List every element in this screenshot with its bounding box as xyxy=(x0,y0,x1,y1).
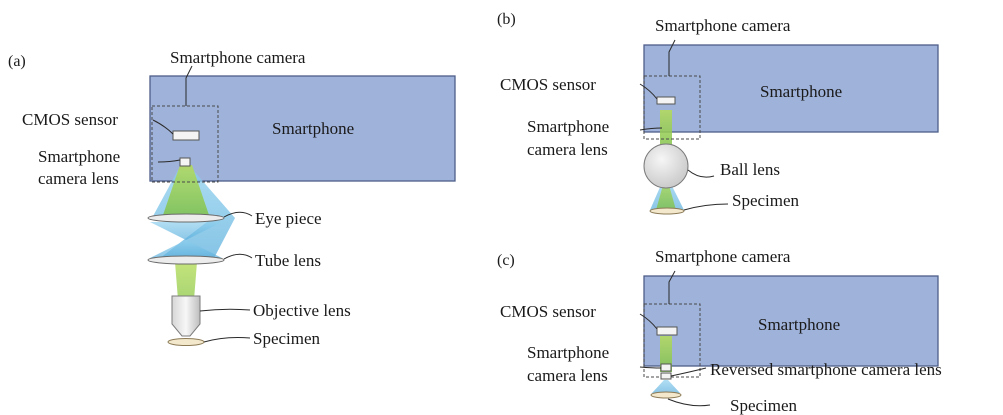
panel-b-specimen xyxy=(649,207,685,215)
panel-b-ball-lens xyxy=(643,143,689,189)
panel-a-specimen-leader xyxy=(203,337,251,343)
panel-a-lens-leader xyxy=(157,159,181,163)
panel-c-cmos-sensor xyxy=(656,326,678,336)
panel-b-ball-leader xyxy=(687,169,715,178)
panel-a-objective-lens xyxy=(171,295,201,337)
panel-b-specimen-label: Specimen xyxy=(732,191,800,210)
panel-b-smartphone-body xyxy=(643,44,939,133)
panel-a: (a) Smartphone Smartphone camera CMOS se… xyxy=(8,48,456,348)
panel-a-green-beam xyxy=(162,165,210,218)
panel-c-reversed-lens xyxy=(660,372,672,380)
panel-b-label: (b) xyxy=(497,11,516,28)
panel-a-camera-module-outline xyxy=(151,105,219,183)
panel-a-eyepiece-label: Eye piece xyxy=(255,209,322,228)
panel-a-specimen-label: Specimen xyxy=(253,329,321,348)
panel-a-lens-label-line2: camera lens xyxy=(38,169,119,188)
panel-c-cmos-label: CMOS sensor xyxy=(500,302,596,321)
panel-b-green-beam xyxy=(660,110,672,150)
panel-b: (b) Smartphone Smartphone camera CMOS se… xyxy=(497,11,939,215)
panel-c-lens-label-line2: camera lens xyxy=(527,366,608,385)
panel-b-cmos-label: CMOS sensor xyxy=(500,75,596,94)
panel-a-eyepiece-leader xyxy=(223,211,253,218)
panel-b-smartphone-label: Smartphone xyxy=(760,82,842,101)
panel-a-cmos-sensor xyxy=(172,130,200,141)
panel-c-green-beam xyxy=(660,336,672,372)
panel-a-label: (a) xyxy=(8,53,26,70)
panel-c-specimen-label: Specimen xyxy=(730,396,798,415)
panel-b-camera-label: Smartphone camera xyxy=(655,16,791,35)
panel-a-camera-label: Smartphone camera xyxy=(170,48,306,67)
panel-a-cross-beam-lower xyxy=(150,240,222,258)
panel-c-cmos-leader xyxy=(639,313,658,330)
panel-c-lens-leader xyxy=(639,366,662,369)
panel-a-cross-beam-upper xyxy=(150,222,222,240)
panel-a-specimen xyxy=(167,338,205,346)
panel-b-lens-label-line2: camera lens xyxy=(527,140,608,159)
panel-b-cmos-sensor xyxy=(656,96,676,105)
panel-b-camera-leader xyxy=(668,39,676,76)
panel-c-reversed-leader xyxy=(670,367,707,377)
panel-c-camera-lens xyxy=(660,363,672,372)
panel-b-specimen-leader xyxy=(683,203,729,211)
panel-c-camera-label: Smartphone camera xyxy=(655,247,791,266)
panel-a-cmos-label: CMOS sensor xyxy=(22,110,118,129)
panel-c-smartphone-label: Smartphone xyxy=(758,315,840,334)
panel-a-tube-leader xyxy=(223,253,253,260)
panel-a-camera-leader xyxy=(185,65,193,106)
panel-c-label: (c) xyxy=(497,252,515,269)
panel-a-smartphone-label: Smartphone xyxy=(272,119,354,138)
panel-c-lens-label-line1: Smartphone xyxy=(527,343,609,362)
panel-a-objective-label: Objective lens xyxy=(253,301,351,320)
panel-a-eye-piece xyxy=(147,213,225,223)
panel-b-lower-green xyxy=(656,178,676,210)
panel-a-smartphone-body xyxy=(149,75,456,182)
panel-a-objective-leader xyxy=(199,308,251,312)
panel-a-camera-lens xyxy=(179,157,191,167)
panel-c: (c) Smartphone Smartphone camera CMOS se… xyxy=(497,247,942,415)
panel-c-reversed-label: Reversed smartphone camera lens xyxy=(710,360,942,379)
panel-c-camera-module-outline xyxy=(643,303,701,378)
panel-a-cmos-leader xyxy=(152,119,174,135)
panel-c-specimen xyxy=(650,391,682,399)
panel-b-camera-module-outline xyxy=(643,75,701,140)
panel-b-ball-label: Ball lens xyxy=(720,160,780,179)
panel-a-lens-label-line1: Smartphone xyxy=(38,147,120,166)
panel-c-camera-leader xyxy=(668,270,676,304)
panel-a-tube-label: Tube lens xyxy=(255,251,321,270)
panel-b-lens-label-line1: Smartphone xyxy=(527,117,609,136)
panel-a-tube-lens xyxy=(147,255,225,265)
panel-b-lens-leader xyxy=(639,127,663,131)
panel-c-specimen-leader xyxy=(667,398,711,407)
panel-b-cmos-leader xyxy=(639,83,658,100)
panel-c-lower-beam xyxy=(652,380,680,393)
